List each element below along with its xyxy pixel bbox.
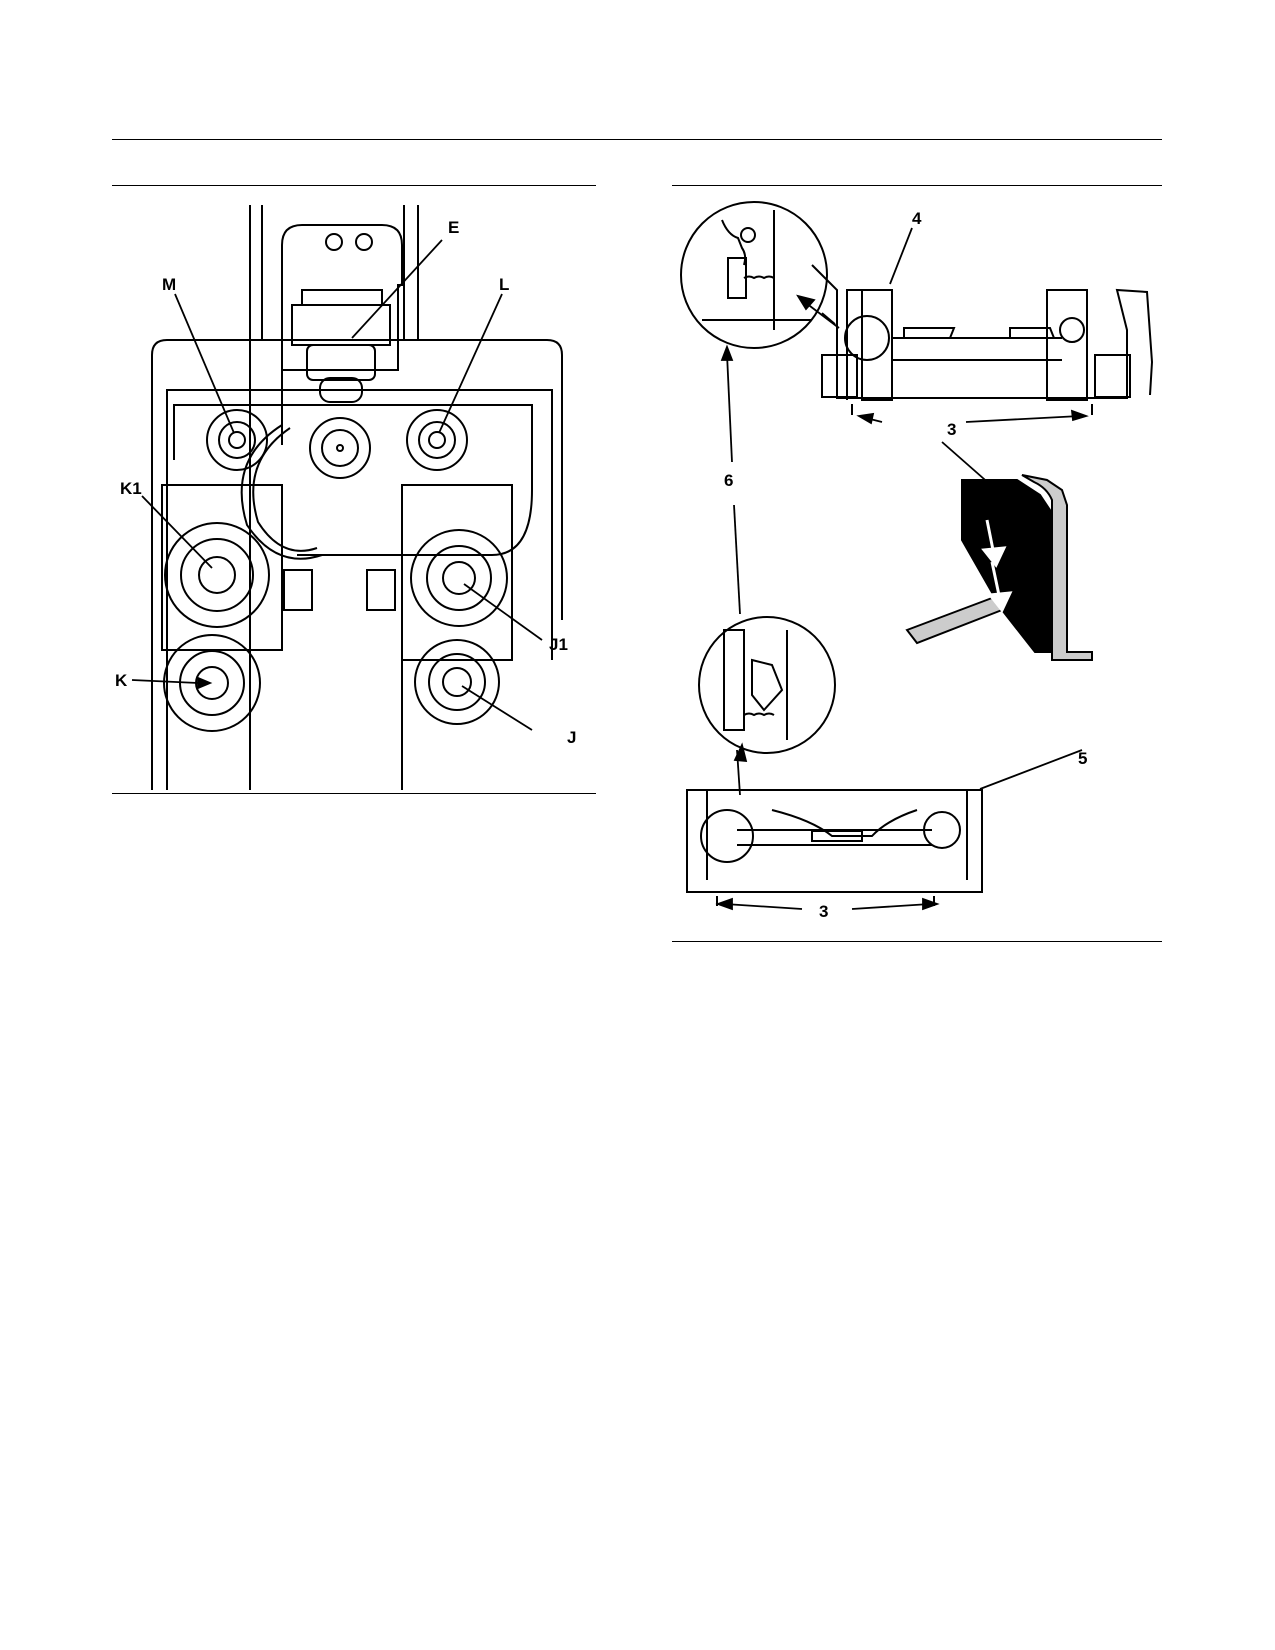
callout-K: K [115,671,128,690]
callout-6: 6 [724,471,733,490]
callout-K1: K1 [120,479,142,498]
page-header-rule [112,139,1162,140]
callout-L: L [499,275,509,294]
callout-3-bottom: 3 [819,902,828,921]
callout-J1: J1 [549,635,568,654]
callout-E: E [448,218,459,237]
right-figure-bottom-rule [672,941,1162,942]
left-figure-top-rule [112,185,596,186]
hydraulic-ports-figure: E M L K1 J1 K J [115,205,576,790]
callout-3-top: 3 [947,420,956,439]
callout-5: 5 [1078,749,1087,768]
callout-4: 4 [912,209,922,228]
right-figure-top-rule [672,185,1162,186]
coupler-assembly-figure: 4 3 6 5 3 [680,201,1154,921]
callout-J: J [567,728,576,747]
callout-M: M [162,275,176,294]
left-figure-bottom-rule [112,793,596,794]
